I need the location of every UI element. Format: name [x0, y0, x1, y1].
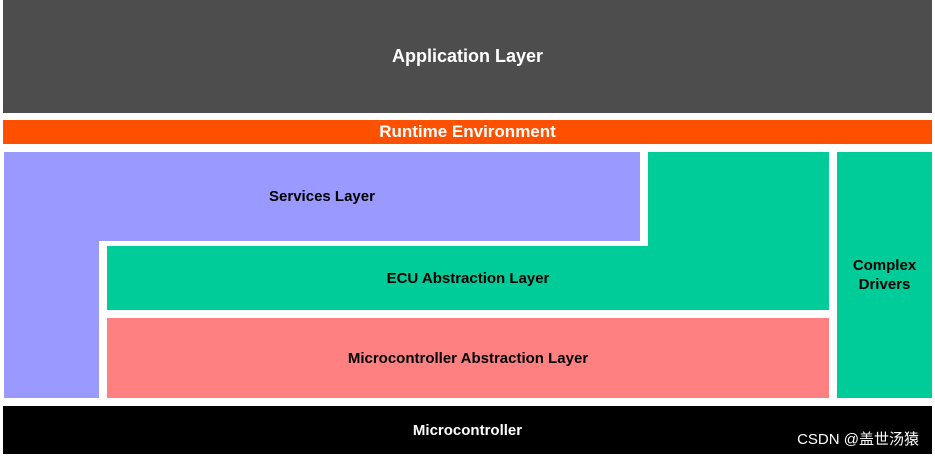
application-layer-block: Application Layer [3, 0, 932, 113]
complex-drivers-label: Complex Drivers [853, 256, 916, 294]
complex-drivers-block: Complex Drivers [837, 152, 932, 398]
application-layer-label: Application Layer [391, 46, 544, 66]
services-layer-label: Services Layer [269, 188, 375, 205]
microcontroller-block: Microcontroller [3, 406, 932, 454]
complex-drivers-label-line2: Drivers [858, 276, 911, 293]
ecu-abstraction-layer-block: ECU Abstraction Layer [107, 246, 829, 310]
microcontroller-abstraction-layer-block: Microcontroller Abstraction Layer [107, 318, 829, 398]
runtime-environment-block: Runtime Environment [3, 120, 932, 144]
ecu-abstraction-layer-right-extension [648, 152, 829, 252]
microcontroller-label: Microcontroller [412, 421, 523, 439]
microcontroller-abstraction-layer-label: Microcontroller Abstraction Layer [347, 349, 589, 367]
ecu-abstraction-layer-label: ECU Abstraction Layer [386, 269, 550, 287]
watermark-text: CSDN @盖世汤猿 [797, 431, 919, 448]
services-layer-left-extension [4, 240, 99, 398]
complex-drivers-label-line1: Complex [852, 257, 917, 274]
services-layer-block: Services Layer [4, 152, 640, 241]
runtime-environment-label: Runtime Environment [379, 122, 556, 141]
